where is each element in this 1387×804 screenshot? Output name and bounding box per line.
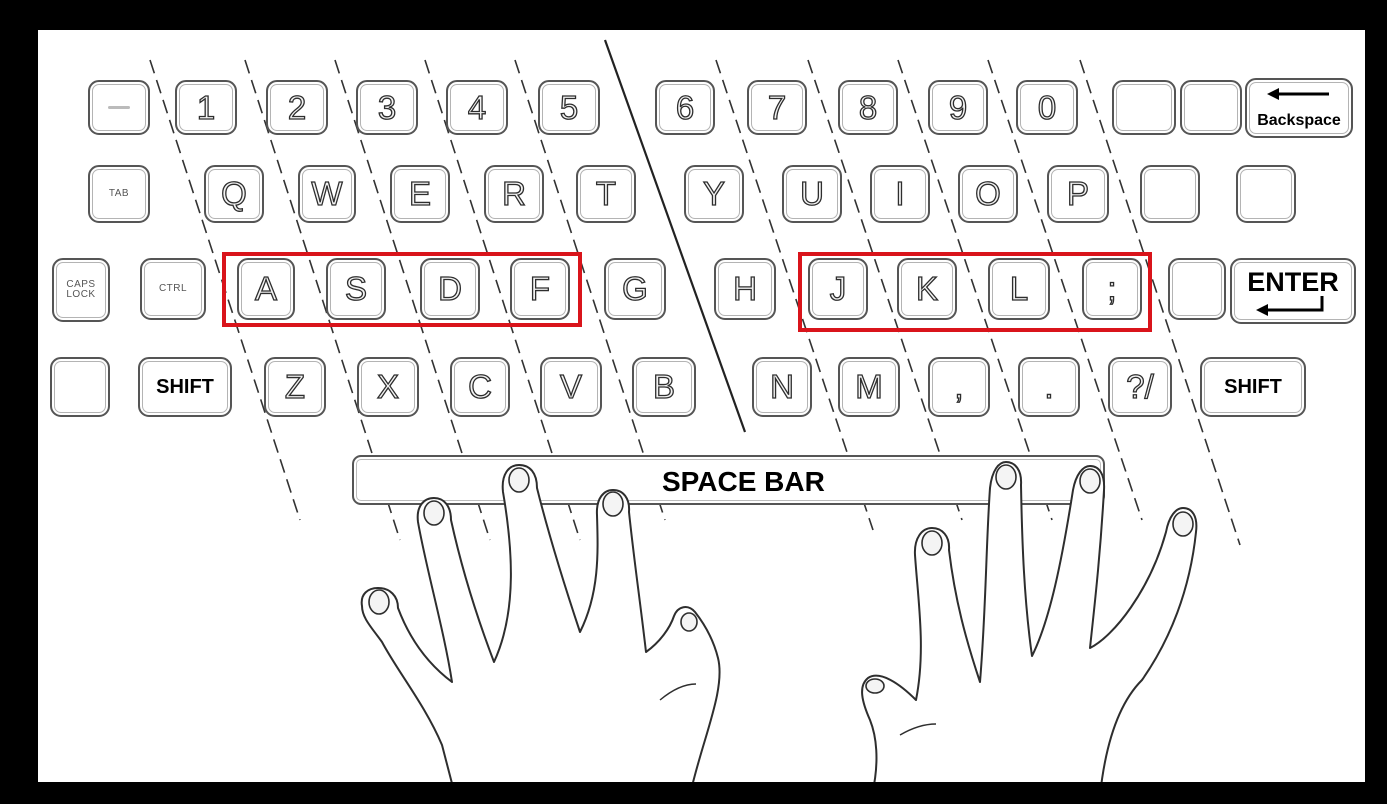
left-index-nail xyxy=(603,492,623,516)
left-hand xyxy=(362,465,720,795)
left-thumb-nail xyxy=(681,613,697,631)
frame-bottom xyxy=(0,782,1387,804)
left-ring-nail xyxy=(424,501,444,525)
right-hand xyxy=(862,462,1196,795)
right-pinky-nail xyxy=(1173,512,1193,536)
left-middle-nail xyxy=(509,468,529,492)
frame-right xyxy=(1365,0,1387,804)
frame-top xyxy=(0,0,1387,30)
right-index-nail xyxy=(922,531,942,555)
frame-left xyxy=(0,0,38,804)
right-thumb-nail xyxy=(866,679,884,693)
right-ring-nail xyxy=(1080,469,1100,493)
right-middle-nail xyxy=(996,465,1016,489)
left-pinky-nail xyxy=(369,590,389,614)
